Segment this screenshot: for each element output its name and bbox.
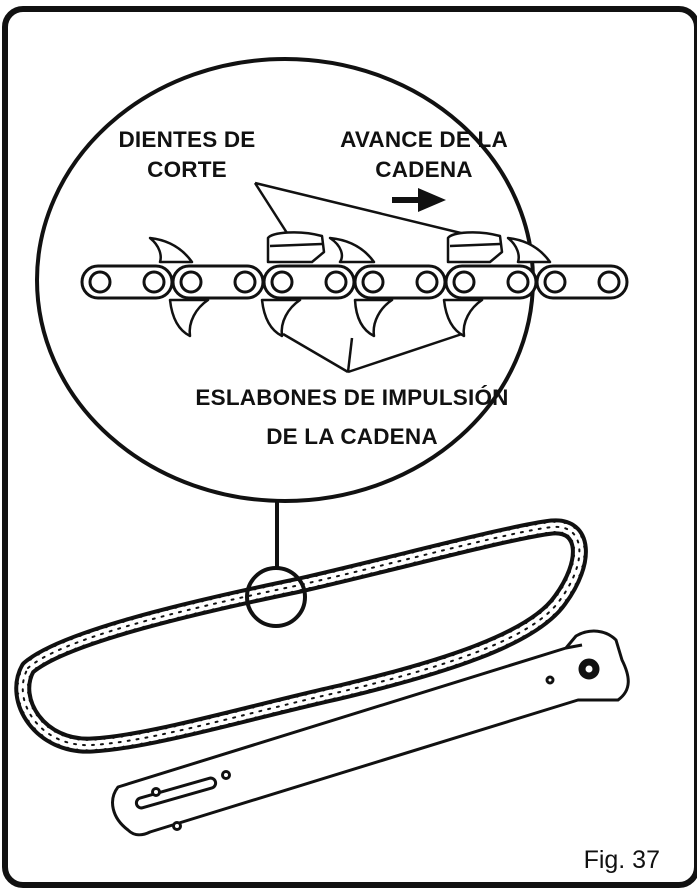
figure-caption: Fig. 37: [584, 846, 660, 874]
saw-chain-loop: [14, 518, 588, 754]
chain-links: [80, 264, 629, 300]
cutter-teeth: [266, 231, 504, 264]
cutters-leader-lines: [253, 181, 466, 236]
drive-links-label-line1: ESLABONES DE IMPULSIÓN: [195, 385, 508, 410]
rotation-label-line2: CADENA: [375, 157, 472, 182]
drive-links-label-line2: DE LA CADENA: [266, 424, 438, 449]
chain-detail-circle: [245, 566, 307, 628]
guide-bar: [111, 629, 630, 837]
cutters-label-line2: CORTE: [147, 157, 227, 182]
cutters-label-line1: DIENTES DE: [118, 127, 255, 152]
drive-link-fins: [148, 236, 552, 338]
direction-arrow-icon: [392, 188, 446, 212]
rotation-label-line1: AVANCE DE LA: [340, 127, 508, 152]
drive-links-leader-lines: [282, 332, 463, 374]
